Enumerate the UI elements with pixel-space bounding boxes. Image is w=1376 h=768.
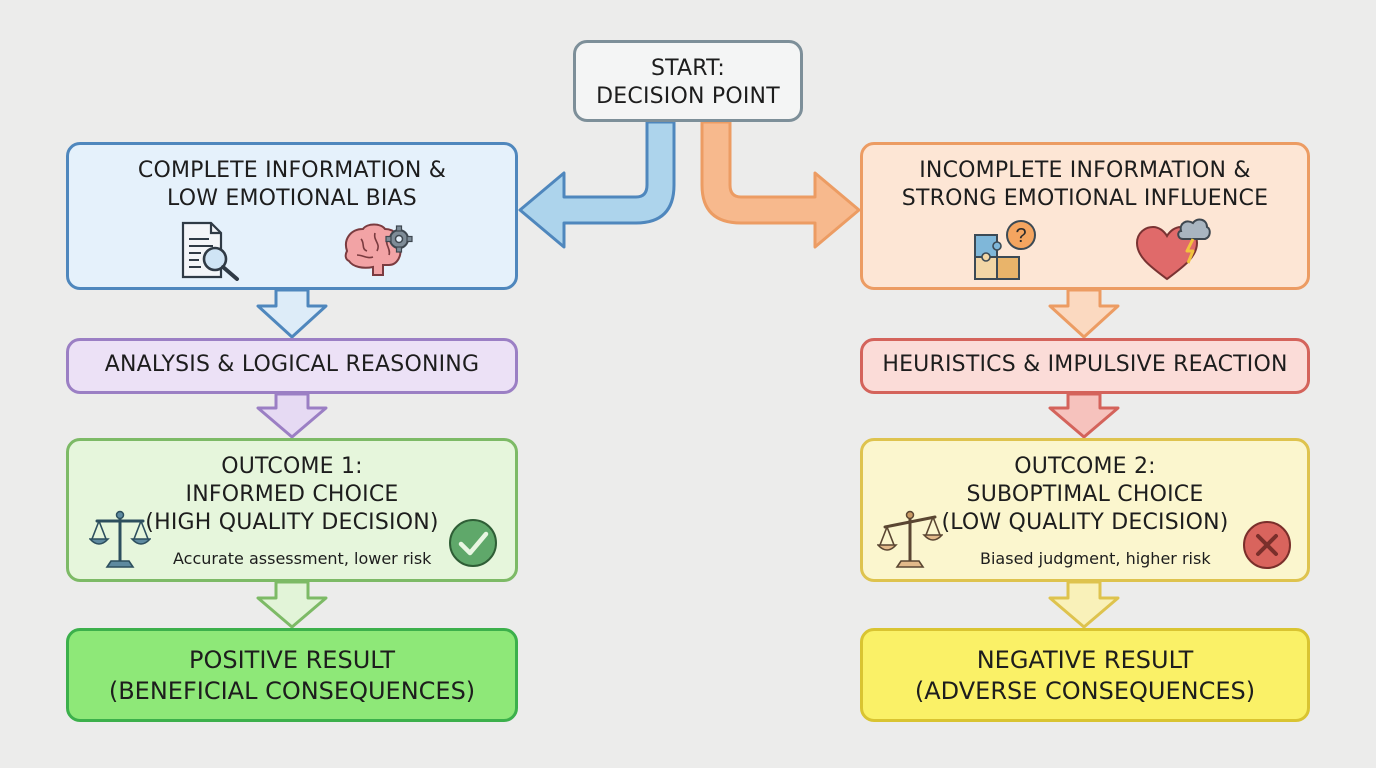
- left-outcome-note: Accurate assessment, lower risk: [173, 549, 432, 568]
- arrow-left-info-to-process: [256, 288, 328, 339]
- right-result-line1: NEGATIVE RESULT: [976, 646, 1194, 674]
- start-sublabel: DECISION POINT: [596, 84, 780, 109]
- left-outcome-line1: OUTCOME 1:: [221, 454, 363, 479]
- tilted-scales-icon: [877, 510, 943, 568]
- start-node: START: DECISION POINT: [573, 40, 803, 122]
- left-result-node: POSITIVE RESULT (BENEFICIAL CONSEQUENCES…: [66, 628, 518, 722]
- scales-icon: [89, 510, 151, 568]
- start-label: START:: [650, 56, 726, 81]
- right-info-line2: STRONG EMOTIONAL INFLUENCE: [901, 186, 1269, 211]
- arrow-right-outcome-to-result: [1048, 580, 1120, 629]
- right-info-line1: INCOMPLETE INFORMATION &: [919, 158, 1251, 183]
- right-info-node: INCOMPLETE INFORMATION & STRONG EMOTIONA…: [860, 142, 1310, 290]
- left-outcome-node: OUTCOME 1: INFORMED CHOICE (HIGH QUALITY…: [66, 438, 518, 582]
- left-process-label: ANALYSIS & LOGICAL REASONING: [104, 352, 480, 377]
- left-result-line2: (BENEFICIAL CONSEQUENCES): [108, 677, 476, 705]
- left-info-line2: LOW EMOTIONAL BIAS: [167, 186, 417, 211]
- arrow-right-process-to-outcome: [1048, 392, 1120, 439]
- left-info-node: COMPLETE INFORMATION & LOW EMOTIONAL BIA…: [66, 142, 518, 290]
- arrow-left-process-to-outcome: [256, 392, 328, 439]
- right-outcome-note: Biased judgment, higher risk: [980, 549, 1211, 568]
- arrow-start-to-left: [518, 120, 676, 249]
- brain-gear-icon: [344, 223, 413, 276]
- arrow-left-outcome-to-result: [256, 580, 328, 629]
- left-outcome-line2: INFORMED CHOICE: [185, 482, 399, 507]
- arrow-start-to-right: [700, 120, 861, 249]
- heart-storm-icon: [1135, 218, 1211, 281]
- puzzle-question-icon: ?: [974, 220, 1036, 280]
- svg-text:?: ?: [1015, 225, 1026, 247]
- right-outcome-line1: OUTCOME 2:: [1014, 454, 1156, 479]
- left-info-line1: COMPLETE INFORMATION &: [137, 158, 447, 183]
- left-outcome-line3: (HIGH QUALITY DECISION): [145, 510, 439, 535]
- right-process-label: HEURISTICS & IMPULSIVE REACTION: [882, 352, 1288, 377]
- x-mark-icon: [1243, 521, 1291, 569]
- right-process-node: HEURISTICS & IMPULSIVE REACTION: [860, 338, 1310, 394]
- document-search-icon: [181, 221, 239, 281]
- right-outcome-node: OUTCOME 2: SUBOPTIMAL CHOICE (LOW QUALIT…: [860, 438, 1310, 582]
- right-outcome-line2: SUBOPTIMAL CHOICE: [966, 482, 1204, 507]
- arrow-right-info-to-process: [1048, 288, 1120, 339]
- right-result-node: NEGATIVE RESULT (ADVERSE CONSEQUENCES): [860, 628, 1310, 722]
- checkmark-icon: [449, 519, 497, 567]
- left-process-node: ANALYSIS & LOGICAL REASONING: [66, 338, 518, 394]
- right-result-line2: (ADVERSE CONSEQUENCES): [914, 677, 1256, 705]
- left-result-line1: POSITIVE RESULT: [189, 646, 395, 674]
- right-outcome-line3: (LOW QUALITY DECISION): [941, 510, 1229, 535]
